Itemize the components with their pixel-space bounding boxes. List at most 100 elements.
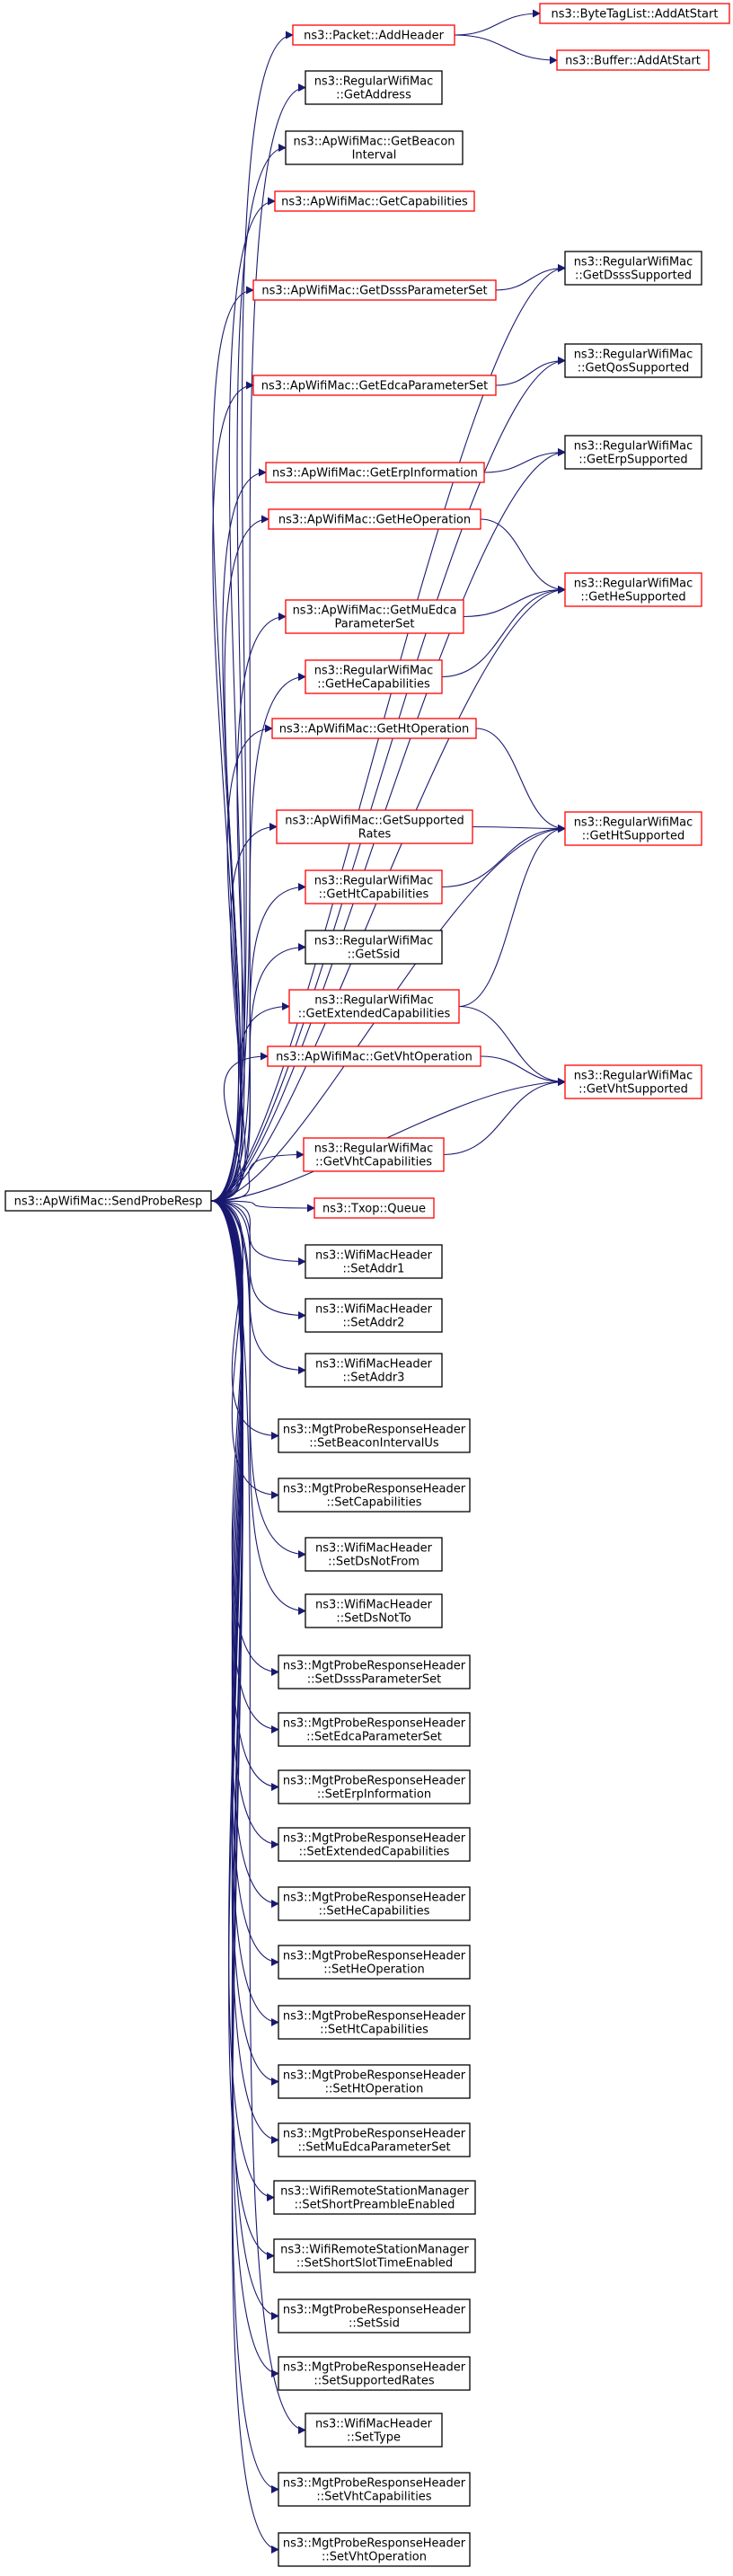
edge-get-he-op-to-he-sup: [480, 518, 566, 594]
node-set-short-preamble[interactable]: ns3::WifiRemoteStationManager::SetShortP…: [273, 2180, 476, 2215]
node-set-ht-caps[interactable]: ns3::MgtProbeResponseHeader::SetHtCapabi…: [278, 2005, 471, 2040]
node-set-addr2[interactable]: ns3::WifiMacHeader::SetAddr2: [305, 1298, 443, 1333]
node-set-type[interactable]: ns3::WifiMacHeader::SetType: [305, 2413, 443, 2448]
node-vht-sup[interactable]: ns3::RegularWifiMac::GetVhtSupported: [564, 1064, 702, 1099]
node-get-dsss-ps[interactable]: ns3::ApWifiMac::GetDsssParameterSet: [252, 279, 497, 301]
edge-root-to-get-vht-caps: [210, 1151, 305, 1202]
edge-get-mu-edca-to-he-sup: [463, 586, 566, 618]
node-qos-sup[interactable]: ns3::RegularWifiMac::GetQosSupported: [564, 343, 702, 378]
node-label-line: ns3::RegularWifiMac: [314, 994, 434, 1008]
node-label-line: ns3::Buffer::AddAtStart: [565, 55, 701, 68]
node-set-dsss[interactable]: ns3::MgtProbeResponseHeader::SetDsssPara…: [278, 1654, 471, 1689]
node-box: [285, 130, 464, 165]
node-set-addr1[interactable]: ns3::WifiMacHeader::SetAddr1: [305, 1244, 443, 1279]
edge-root-to-set-vht-caps: [210, 1200, 279, 2493]
node-label-line: ns3::WifiMacHeader: [315, 1358, 433, 1372]
node-box: [4, 1190, 212, 1212]
node-set-addr3[interactable]: ns3::WifiMacHeader::SetAddr3: [305, 1353, 443, 1388]
node-box: [305, 1537, 443, 1572]
node-set-erp[interactable]: ns3::MgtProbeResponseHeader::SetErpInfor…: [278, 1769, 471, 1804]
node-get-erp[interactable]: ns3::ApWifiMac::GetErpInformation: [265, 462, 485, 483]
node-set-ext-caps[interactable]: ns3::MgtProbeResponseHeader::SetExtended…: [278, 1827, 471, 1862]
node-set-sup-rates[interactable]: ns3::MgtProbeResponseHeader::SetSupporte…: [278, 2356, 471, 2391]
node-box: [265, 462, 485, 483]
node-label-line: ns3::MgtProbeResponseHeader: [283, 2477, 466, 2491]
node-add-header[interactable]: ns3::Packet::AddHeader: [292, 24, 455, 46]
node-set-ht-op[interactable]: ns3::MgtProbeResponseHeader::SetHtOperat…: [278, 2064, 471, 2099]
node-label-line: ns3::WifiMacHeader: [315, 2418, 433, 2431]
edge-root-to-get-ht-op: [210, 724, 273, 1202]
node-get-caps[interactable]: ns3::ApWifiMac::GetCapabilities: [274, 190, 475, 212]
node-box: [278, 1712, 471, 1747]
node-get-he-op[interactable]: ns3::ApWifiMac::GetHeOperation: [268, 508, 481, 530]
node-txop-queue[interactable]: ns3::Txop::Queue: [314, 1197, 435, 1219]
node-set-caps[interactable]: ns3::MgtProbeResponseHeader::SetCapabili…: [278, 1478, 471, 1513]
node-box: [273, 2238, 476, 2273]
edge-root-to-get-mu-edca: [210, 613, 287, 1202]
node-dsss-sup[interactable]: ns3::RegularWifiMac::GetDsssSupported: [564, 251, 702, 286]
node-label-line: ::SetCapabilities: [327, 1496, 422, 1510]
node-get-address[interactable]: ns3::RegularWifiMac::GetAddress: [305, 70, 443, 105]
node-label-line: ::GetExtendedCapabilities: [298, 1008, 451, 1021]
node-set-he-caps[interactable]: ns3::MgtProbeResponseHeader::SetHeCapabi…: [278, 1886, 471, 1921]
node-ht-sup[interactable]: ns3::RegularWifiMac::GetHtSupported: [564, 811, 702, 846]
node-label-line: ns3::MgtProbeResponseHeader: [283, 2128, 466, 2141]
node-set-short-slot[interactable]: ns3::WifiRemoteStationManager::SetShortS…: [273, 2238, 476, 2273]
node-set-mu-edca[interactable]: ns3::MgtProbeResponseHeader::SetMuEdcaPa…: [278, 2122, 471, 2157]
node-get-vht-op[interactable]: ns3::ApWifiMac::GetVhtOperation: [267, 1045, 481, 1067]
node-he-sup[interactable]: ns3::RegularWifiMac::GetHeSupported: [564, 572, 702, 607]
node-buf-add[interactable]: ns3::Buffer::AddAtStart: [556, 49, 710, 71]
node-set-vht-op[interactable]: ns3::MgtProbeResponseHeader::SetVhtOpera…: [278, 2532, 471, 2567]
node-label-line: ::GetAddress: [336, 89, 411, 102]
node-label-line: ::SetDsNotTo: [336, 1612, 411, 1626]
node-get-ext-caps[interactable]: ns3::RegularWifiMac::GetExtendedCapabili…: [288, 989, 460, 1024]
node-get-ht-op[interactable]: ns3::ApWifiMac::GetHtOperation: [271, 718, 477, 739]
node-label-line: ::GetErpSupported: [578, 454, 687, 467]
node-box: [278, 1478, 471, 1513]
node-set-vht-caps[interactable]: ns3::MgtProbeResponseHeader::SetVhtCapab…: [278, 2472, 471, 2507]
node-label-line: ::SetShortPreambleEnabled: [295, 2199, 455, 2212]
node-box: [564, 343, 702, 378]
node-box: [303, 1137, 445, 1172]
node-box: [564, 1064, 702, 1099]
node-set-ssid[interactable]: ns3::MgtProbeResponseHeader::SetSsid: [278, 2298, 471, 2333]
node-label-line: ::GetVhtSupported: [578, 1083, 688, 1097]
node-box: [278, 2122, 471, 2157]
node-label-line: ns3::ApWifiMac::GetSupported: [285, 815, 464, 828]
node-get-he-caps[interactable]: ns3::RegularWifiMac::GetHeCapabilities: [305, 659, 443, 694]
node-label-line: ns3::Txop::Queue: [322, 1203, 426, 1216]
node-erp-sup[interactable]: ns3::RegularWifiMac::GetErpSupported: [564, 435, 702, 470]
node-btl-add[interactable]: ns3::ByteTagList::AddAtStart: [539, 3, 730, 24]
edge-get-vht-op-to-vht-sup: [480, 1055, 566, 1086]
node-get-ssid[interactable]: ns3::RegularWifiMac::GetSsid: [305, 930, 443, 965]
node-set-edca[interactable]: ns3::MgtProbeResponseHeader::SetEdcaPara…: [278, 1712, 471, 1747]
node-get-vht-caps[interactable]: ns3::RegularWifiMac::GetVhtCapabilities: [303, 1137, 445, 1172]
node-label-line: ::SetEdcaParameterSet: [306, 1731, 442, 1744]
edge-get-edca-ps-to-qos-sup: [495, 357, 566, 386]
node-set-ds-not-to[interactable]: ns3::WifiMacHeader::SetDsNotTo: [305, 1593, 443, 1628]
node-set-he-op[interactable]: ns3::MgtProbeResponseHeader::SetHeOperat…: [278, 1945, 471, 1980]
node-box: [278, 2298, 471, 2333]
node-get-edca-ps[interactable]: ns3::ApWifiMac::GetEdcaParameterSet: [252, 375, 497, 396]
node-label-line: ::GetHeCapabilities: [317, 678, 430, 692]
node-set-ds-not-from[interactable]: ns3::WifiMacHeader::SetDsNotFrom: [305, 1537, 443, 1572]
node-label-line: ::SetAddr3: [343, 1372, 405, 1385]
node-set-beacon[interactable]: ns3::MgtProbeResponseHeader::SetBeaconIn…: [278, 1418, 471, 1453]
edge-root-to-set-vht-op: [210, 1200, 279, 2554]
node-label-line: ns3::WifiRemoteStationManager: [280, 2244, 469, 2257]
node-label-line: ns3::RegularWifiMac: [574, 348, 693, 362]
node-box: [564, 251, 702, 286]
node-label-line: ns3::MgtProbeResponseHeader: [283, 1775, 466, 1788]
node-label-line: ::GetHtSupported: [582, 830, 684, 843]
node-get-ht-caps[interactable]: ns3::RegularWifiMac::GetHtCapabilities: [305, 869, 443, 904]
edge-get-erp-to-erp-sup: [483, 448, 566, 473]
node-box: [305, 70, 443, 105]
node-box: [285, 599, 464, 634]
node-box: [556, 49, 710, 71]
edge-get-ht-op-to-ht-sup: [475, 728, 566, 833]
node-box: [305, 1593, 443, 1628]
node-label-line: ns3::RegularWifiMac: [574, 256, 693, 269]
